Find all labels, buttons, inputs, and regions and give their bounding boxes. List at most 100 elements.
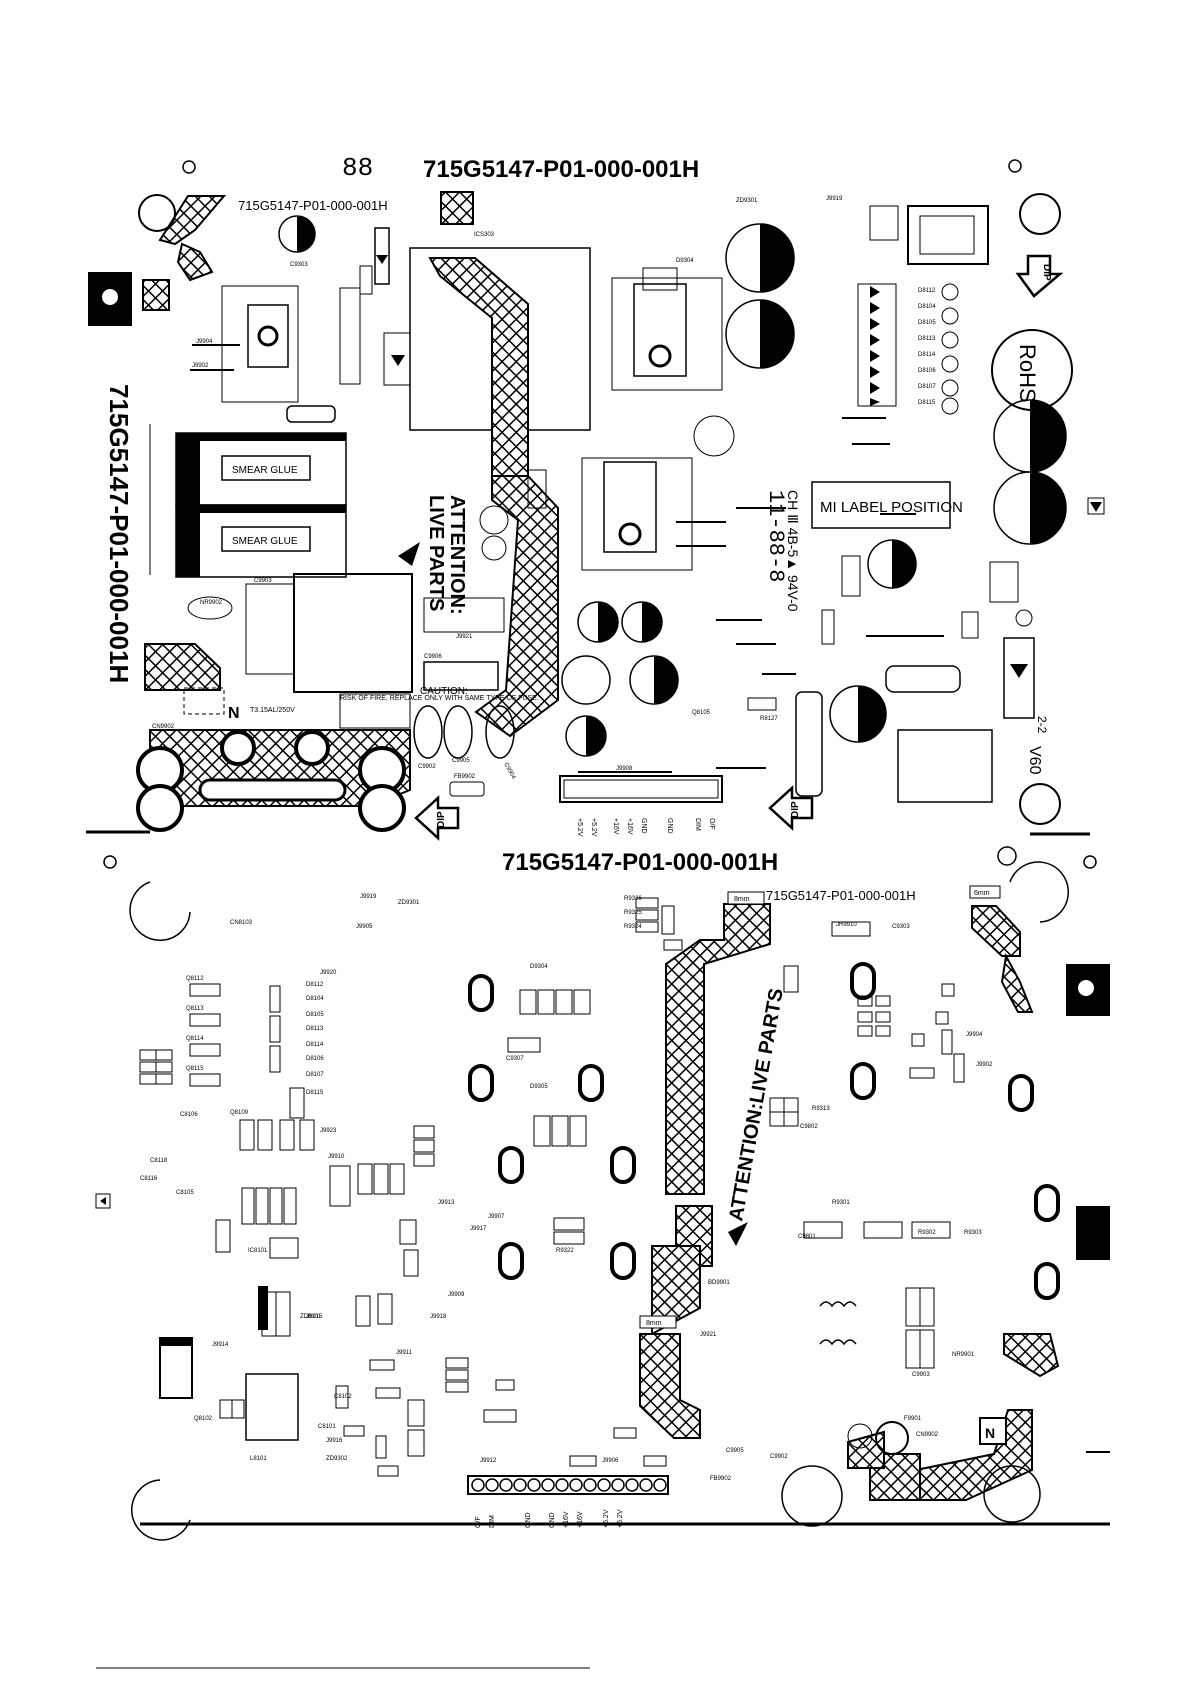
resistor: [795, 691, 823, 797]
svg-text:L8101: L8101: [250, 1456, 267, 1462]
svg-text:+16V: +16V: [563, 1511, 570, 1528]
svg-text:J9911: J9911: [396, 1350, 413, 1356]
svg-text:BD9901: BD9901: [708, 1280, 730, 1286]
mounting-hole: [1009, 861, 1070, 923]
svg-text:C9905: C9905: [726, 1448, 744, 1454]
svg-text:O/F: O/F: [475, 1516, 482, 1528]
svg-text:J9916: J9916: [326, 1438, 343, 1444]
svg-text:D8112: D8112: [306, 982, 324, 988]
svg-text:D8106: D8106: [918, 368, 936, 374]
svg-text:D9304: D9304: [530, 964, 548, 970]
svg-text:C8101: C8101: [318, 1424, 336, 1430]
ground-pad: [176, 242, 214, 282]
svg-text:C9902: C9902: [770, 1454, 788, 1460]
svg-text:Q8112: Q8112: [186, 976, 204, 982]
svg-text:C9307: C9307: [506, 1056, 524, 1062]
top-board: 88 715G5147-P01-000-001H 715G5147-P01-00…: [86, 153, 1105, 841]
arrow-icon: [398, 542, 420, 566]
transistor-q8101: [159, 1337, 193, 1399]
clearance-6mm: 6mm: [974, 890, 990, 897]
svg-text:J9904: J9904: [966, 1032, 983, 1038]
alignment-hole: [102, 289, 118, 305]
svg-text:DIM: DIM: [489, 1515, 496, 1528]
svg-text:D8104: D8104: [918, 304, 936, 310]
svg-text:ZD9302: ZD9302: [326, 1456, 348, 1462]
svg-text:D8104: D8104: [306, 996, 324, 1002]
svg-text:J9915: J9915: [306, 1314, 323, 1320]
connector-cn8103: [907, 205, 989, 265]
smear-glue-label-2: SMEAR GLUE: [232, 536, 298, 547]
dip-label: DIP: [436, 811, 447, 828]
svg-text:C9905: C9905: [452, 758, 470, 764]
triangle-marker-icon: [1090, 502, 1102, 512]
output-connector-cn9901: [559, 775, 723, 803]
ground-pad: [142, 279, 170, 311]
svg-text:J9920: J9920: [320, 970, 337, 976]
mounting-hole: [130, 1479, 191, 1541]
svg-text:C8116: C8116: [140, 1176, 158, 1182]
svg-text:J9905: J9905: [356, 924, 373, 930]
mounting-hole: [138, 194, 176, 232]
svg-text:GND: GND: [666, 818, 673, 834]
diode-array: [857, 283, 897, 407]
svg-text:D8115: D8115: [918, 400, 936, 406]
dip-arrow-icon: [1015, 254, 1064, 298]
hv-ground-trace: [428, 257, 529, 477]
svg-text:ICS303: ICS303: [474, 232, 495, 238]
svg-text:GND: GND: [640, 818, 647, 834]
ground-pad: [971, 905, 1021, 957]
svg-text:C9303: C9303: [892, 924, 910, 930]
resistor-r8105: [885, 665, 961, 693]
svg-text:C9906: C9906: [424, 654, 442, 660]
capacitor-c9903: [245, 583, 295, 675]
svg-text:C9801: C9801: [798, 1234, 816, 1240]
svg-text:C9903: C9903: [912, 1372, 930, 1378]
bottom-board: 715G5147-P01-000-001H 715G5147-P01-000-0…: [95, 846, 1110, 1669]
svg-text:+16V: +16V: [612, 818, 619, 835]
svg-text:ZD9301: ZD9301: [736, 198, 758, 204]
nr9902: [187, 596, 233, 620]
header-code: 88: [342, 153, 373, 183]
svg-text:J9902: J9902: [976, 1062, 993, 1068]
svg-text:J9921: J9921: [456, 634, 473, 640]
svg-text:D8115: D8115: [306, 1090, 324, 1096]
svg-text:Q8115: Q8115: [186, 1066, 204, 1072]
dip-label: DIP: [1041, 264, 1052, 281]
svg-text:D8107: D8107: [306, 1072, 324, 1078]
svg-text:C9903: C9903: [254, 578, 272, 584]
dip-label: DIP: [790, 801, 801, 818]
svg-text:C8105: C8105: [176, 1190, 194, 1196]
svg-text:GND: GND: [549, 1512, 556, 1528]
svg-text:NR9901: NR9901: [952, 1352, 975, 1358]
attention-label: ATTENTION:: [446, 495, 468, 615]
triangle-marker-icon: [95, 1193, 111, 1209]
svg-text:J9902: J9902: [192, 363, 209, 369]
svg-text:IC8101: IC8101: [248, 1248, 268, 1254]
connector-pin-labels: O/F DIM GND GND +16V +16V +5.2V +5.2V: [475, 1509, 624, 1528]
fuse-rating: T3.15AL/250V: [250, 707, 295, 714]
revision-label: 2-2: [1035, 716, 1049, 734]
svg-text:Q8114: Q8114: [186, 1036, 204, 1042]
pcb-number: 715G5147-P01-000-001H: [423, 156, 699, 183]
dip-arrow-icon: [414, 795, 460, 841]
svg-text:CN8103: CN8103: [230, 920, 253, 926]
hv-ground-trace: [474, 475, 559, 738]
common-mode-choke: [293, 573, 413, 693]
smd-footprints: [139, 897, 965, 1477]
fiducial-mark: [1083, 855, 1097, 869]
clearance-8mm: 8mm: [646, 1320, 662, 1327]
date-code: 11-88-8: [763, 490, 788, 582]
svg-text:D8105: D8105: [306, 1012, 324, 1018]
svg-text:FB9902: FB9902: [454, 774, 476, 780]
svg-text:Q8113: Q8113: [186, 1006, 204, 1012]
svg-text:R9326: R9326: [624, 896, 642, 902]
svg-text:D8114: D8114: [918, 352, 936, 358]
svg-text:J9904: J9904: [196, 339, 213, 345]
svg-text:J9910: J9910: [328, 1154, 345, 1160]
svg-text:C9902: C9902: [418, 764, 436, 770]
version-label: V60: [1026, 746, 1043, 775]
svg-text:Q8105: Q8105: [692, 710, 711, 716]
svg-text:D9304: D9304: [676, 258, 694, 264]
fiducial-mark: [1008, 159, 1022, 173]
